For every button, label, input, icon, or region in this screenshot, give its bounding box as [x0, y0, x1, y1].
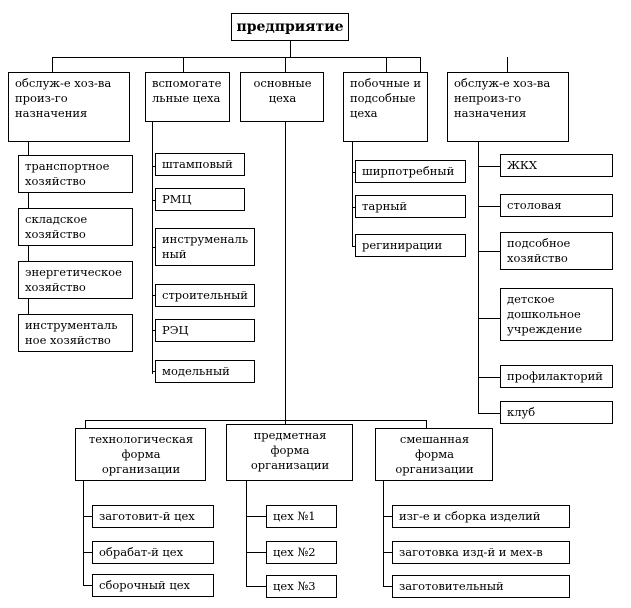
connector-drop-col4 [386, 57, 387, 72]
connector-form1-stub-3 [83, 585, 93, 586]
col2-child-model[interactable]: модельный [155, 360, 255, 383]
form3-child-procurement[interactable]: заготовительный [392, 575, 570, 598]
col5-child-dispensary[interactable]: профилакторий [500, 365, 613, 388]
col2-child-rec[interactable]: РЭЦ [155, 319, 255, 342]
connector-col5-stub-5 [478, 377, 500, 378]
col1-child-tooling[interactable]: инструменталь ное хозяйство [18, 314, 133, 352]
connector-col5-stub-6 [478, 413, 500, 414]
connector-col4-spine [352, 142, 353, 246]
connector-col2-spine [152, 122, 153, 374]
col5-child-housing[interactable]: ЖКХ [500, 154, 613, 177]
level1-node-auxiliary-shops[interactable]: вспомогате льные цеха [145, 72, 230, 122]
connector-form3-stub-2 [383, 552, 393, 553]
col2-child-construction[interactable]: строительный [155, 284, 255, 307]
connector-col5-stub-4 [478, 318, 500, 319]
connector-col5-stub-3 [478, 251, 500, 252]
level1-node-byproduct-shops[interactable]: побочные и подсобные цеха [343, 72, 428, 142]
connector-forms-drop-1 [85, 420, 86, 428]
col2-child-instrument[interactable]: инструменаль ный [155, 228, 255, 266]
col5-child-subsidiary-farm[interactable]: подсобное хозяйство [500, 232, 613, 270]
col2-child-stamping[interactable]: штамповый [155, 153, 245, 176]
col2-child-rmc[interactable]: РМЦ [155, 188, 245, 211]
connector-col5-stub-2 [478, 206, 500, 207]
connector-form1-stub-1 [83, 516, 93, 517]
form1-child-procurement-shop[interactable]: заготовит-й цех [92, 505, 214, 528]
col4-child-regeneration[interactable]: регинирации [355, 234, 466, 257]
form-node-technological[interactable]: технологическая форма организации [75, 428, 206, 481]
connector-forms-bus [85, 420, 426, 421]
connector-level1-bus [52, 57, 421, 58]
connector-drop-col5 [420, 57, 421, 72]
connector-drop-col1 [52, 57, 53, 72]
form2-child-shop-2[interactable]: цех №2 [266, 541, 337, 564]
connector-form2-spine [246, 481, 247, 586]
root-node-enterprise[interactable]: предприятие [231, 13, 349, 41]
form1-child-machining-shop[interactable]: обрабат-й цех [92, 541, 214, 564]
form1-child-assembly-shop[interactable]: сборочный цех [92, 574, 214, 597]
col5-child-kindergarten[interactable]: детское дошкольное учреждение [500, 288, 613, 341]
form2-child-shop-1[interactable]: цех №1 [266, 505, 337, 528]
connector-drop-col3 [285, 57, 286, 72]
connector-col5-spine [478, 142, 479, 414]
col1-child-warehouse[interactable]: складское хозяйство [18, 208, 133, 246]
form3-child-blanks-mechanisms[interactable]: заготовка изд-й и мех-в [392, 541, 570, 564]
form-node-subject[interactable]: предметная форма организации [226, 424, 353, 481]
connector-forms-drop-3 [426, 420, 427, 428]
connector-form2-stub-3 [246, 586, 266, 587]
col1-child-energy[interactable]: энергетическое хозяйство [18, 261, 133, 299]
form3-child-manufacture-assembly[interactable]: изг-е и сборка изделий [392, 505, 570, 528]
form2-child-shop-3[interactable]: цех №3 [266, 575, 337, 598]
col5-child-club[interactable]: клуб [500, 401, 613, 424]
connector-form1-spine [83, 481, 84, 585]
level1-node-main-shops[interactable]: основные цеха [240, 72, 324, 122]
connector-form1-stub-2 [83, 552, 93, 553]
connector-form3-spine [383, 481, 384, 586]
connector-form3-stub-3 [383, 586, 393, 587]
connector-form2-stub-1 [246, 516, 266, 517]
connector-root-stem [290, 41, 291, 58]
connector-form3-stub-1 [383, 516, 393, 517]
level1-node-serving-nonproduction[interactable]: обслуж-е хоз-ва непроиз-го назначения [447, 72, 569, 142]
connector-drop-col2 [183, 57, 184, 72]
form-node-mixed[interactable]: смешанная форма организации [375, 428, 493, 481]
connector-drop-col5b [507, 57, 508, 72]
level1-node-serving-production[interactable]: обслуж-е хоз-ва произ-го назначения [8, 72, 130, 142]
connector-form2-stub-2 [246, 552, 266, 553]
col4-child-consumer-goods[interactable]: ширпотребный [355, 160, 466, 183]
col1-child-transport[interactable]: транспортное хозяйство [18, 155, 133, 193]
col5-child-canteen[interactable]: столовая [500, 194, 613, 217]
col4-child-packaging[interactable]: тарный [355, 195, 466, 218]
connector-col3-spine [285, 122, 286, 420]
connector-col5-stub-1 [478, 166, 500, 167]
